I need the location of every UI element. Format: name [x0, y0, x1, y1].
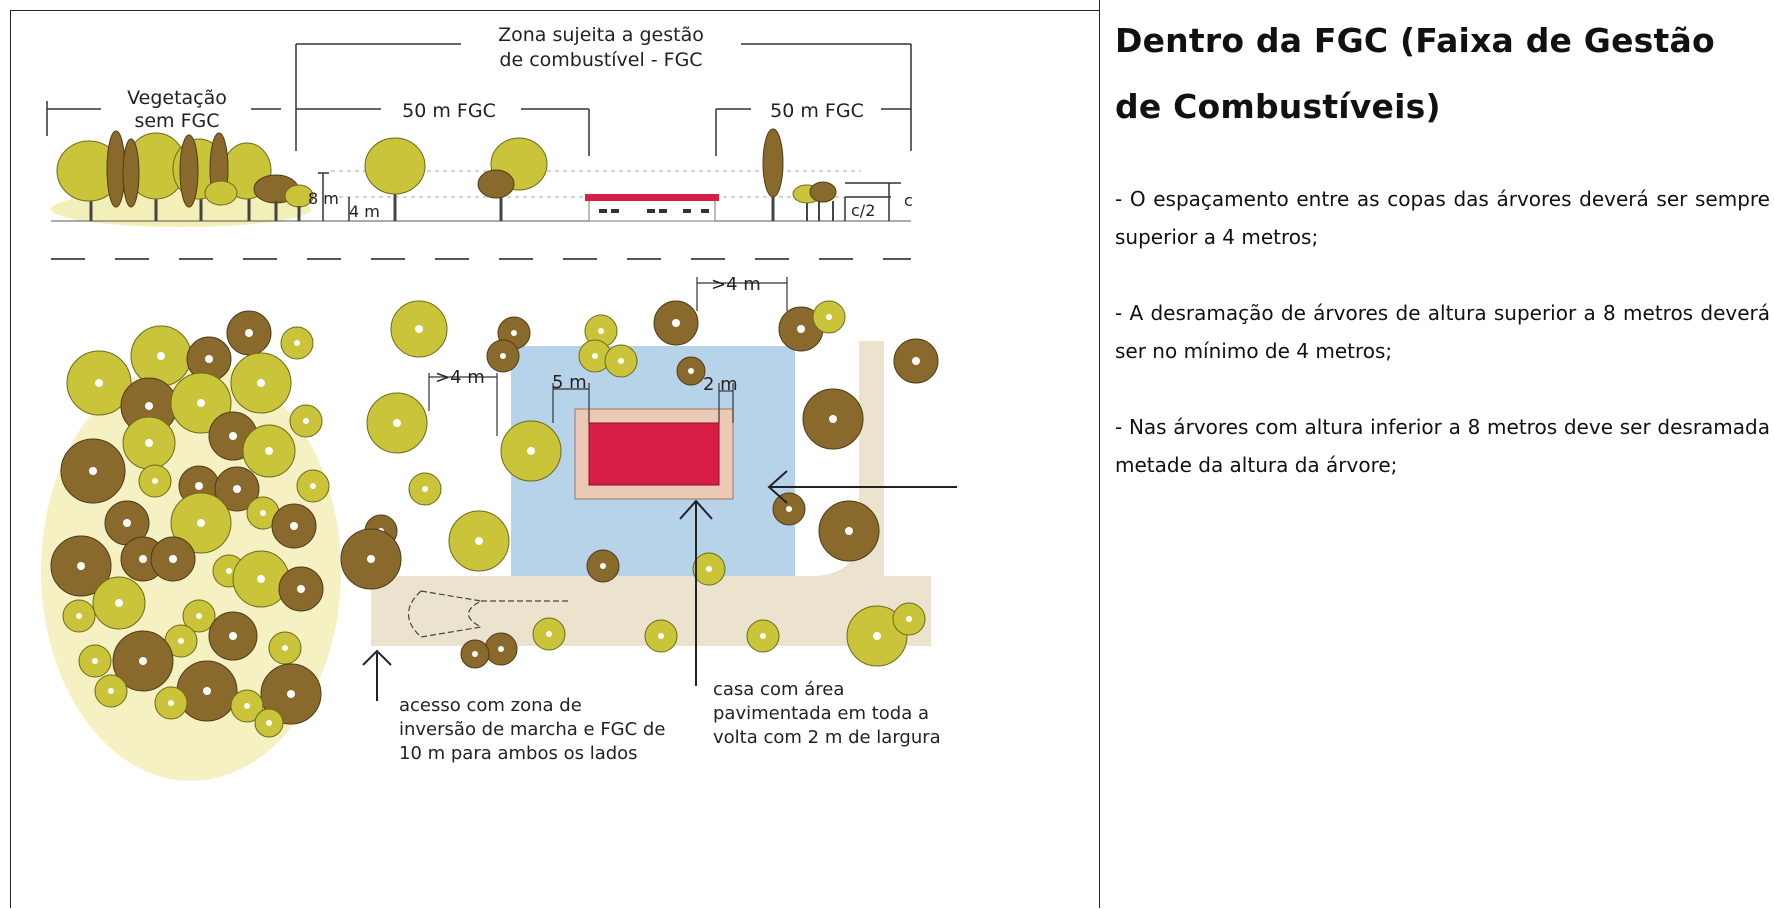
- zone-label-line1: Zona sujeita a gestão: [498, 24, 704, 46]
- veg-label-line2: sem FGC: [134, 110, 219, 132]
- zone-label-line2: de combustível - FGC: [499, 49, 702, 71]
- rule-pruning-short: - Nas árvores com altura inferior a 8 me…: [1115, 415, 1770, 477]
- fgc-right-label: 50 m FGC: [770, 100, 864, 122]
- veg-label-line1: Vegetação: [127, 87, 227, 109]
- forest-plan: [50, 310, 330, 738]
- rule-spacing: - O espaçamento entre as copas das árvor…: [1115, 187, 1770, 249]
- c-label: c: [904, 191, 913, 210]
- spacing-top-label: >4 m: [711, 274, 761, 295]
- forest-elevation: [56, 130, 314, 221]
- access-caption-line2: inversão de marcha e FGC de: [399, 719, 665, 740]
- house-caption-line1: casa com área: [713, 679, 844, 700]
- rule-pruning-tall: - A desramação de árvores de altura supe…: [1115, 301, 1770, 363]
- dist-5m-label: 5 m: [552, 372, 587, 393]
- fgc-diagram-svg: Zona sujeita a gestão de combustível - F…: [41, 19, 957, 781]
- height-8m-label: 8 m: [308, 189, 339, 208]
- height-4m-label: 4 m: [349, 202, 380, 221]
- house-caption-line3: volta com 2 m de largura: [713, 727, 941, 748]
- panel-divider: [1099, 0, 1100, 908]
- spacing-left-label: >4 m: [435, 367, 485, 388]
- fgc-left-label: 50 m FGC: [402, 100, 496, 122]
- access-caption-line1: acesso com zona de: [399, 695, 582, 716]
- fgc-trees-plan: [340, 300, 939, 669]
- panel-title: Dentro da FGC (Faixa de Gestão de Combus…: [1115, 21, 1715, 126]
- dist-2m-label: 2 m: [703, 374, 738, 395]
- elevation-view: Zona sujeita a gestão de combustível - F…: [46, 19, 913, 260]
- c2-label: c/2: [851, 201, 875, 220]
- house-caption-line2: pavimentada em toda a: [713, 703, 929, 724]
- annotation-arrows: [362, 470, 957, 701]
- house-plan: [588, 422, 720, 486]
- rules-panel: Dentro da FGC (Faixa de Gestão de Combus…: [1115, 8, 1770, 522]
- access-caption-line3: 10 m para ambos os lados: [399, 743, 638, 764]
- plan-view: 5 m 2 m >4 m >4 m: [41, 274, 957, 781]
- house-elevation: [585, 194, 719, 222]
- fgc-diagram: Zona sujeita a gestão de combustível - F…: [10, 10, 1100, 908]
